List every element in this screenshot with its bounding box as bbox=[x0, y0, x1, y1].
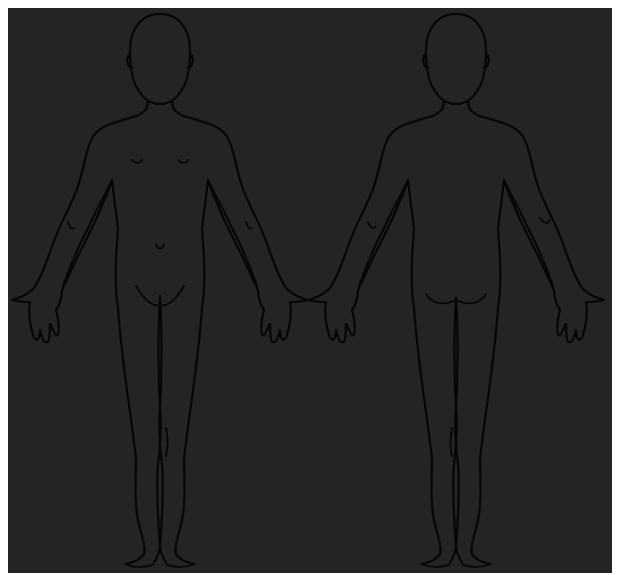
front-right-nipple bbox=[178, 160, 188, 163]
front-left-elbow bbox=[68, 222, 74, 229]
front-head bbox=[130, 14, 190, 104]
back-details bbox=[368, 218, 550, 567]
back-right-elbow bbox=[540, 218, 550, 223]
front-right-side-outline bbox=[172, 100, 308, 564]
front-left-foot bbox=[126, 564, 154, 567]
front-navel bbox=[156, 244, 164, 249]
back-left-foot bbox=[422, 564, 450, 567]
front-right-elbow bbox=[246, 222, 252, 229]
front-left-nipple bbox=[132, 160, 142, 163]
body-diagram bbox=[8, 8, 612, 573]
front-body-figure bbox=[12, 14, 308, 564]
back-head bbox=[426, 14, 486, 104]
front-inner-right-leg bbox=[159, 296, 166, 562]
back-inner-right-leg bbox=[455, 298, 462, 562]
front-left-knee bbox=[166, 428, 168, 456]
back-left-knee-crease bbox=[451, 428, 453, 456]
back-right-side-outline bbox=[468, 100, 604, 564]
back-body-figure bbox=[308, 14, 604, 564]
front-left-side-outline bbox=[12, 100, 148, 564]
back-left-elbow bbox=[368, 222, 376, 228]
back-right-foot bbox=[462, 564, 490, 567]
body-diagram-canvas bbox=[8, 8, 612, 573]
front-right-foot bbox=[166, 564, 194, 567]
back-left-side-outline bbox=[308, 100, 444, 564]
